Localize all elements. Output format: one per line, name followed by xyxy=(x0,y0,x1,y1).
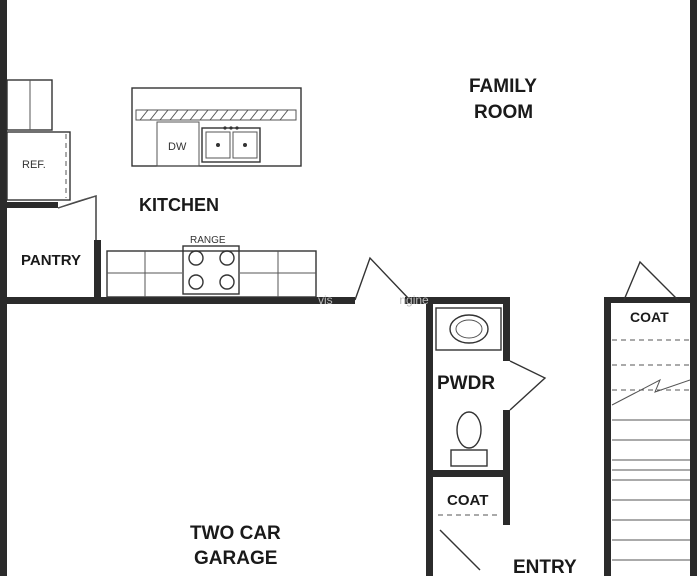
dishwasher xyxy=(156,121,200,167)
stair-right-wall xyxy=(690,297,697,576)
pantry-label: PANTRY xyxy=(21,252,81,269)
coat-closet-right-wall xyxy=(503,477,510,525)
range xyxy=(182,245,240,295)
refrigerator xyxy=(6,131,71,201)
stair-coat-top-wall xyxy=(604,297,697,303)
powder-door[interactable] xyxy=(509,360,547,411)
garage-kitchen-wall-mid xyxy=(100,297,355,304)
powder-left-wall xyxy=(426,303,433,576)
powder-right-wall-top xyxy=(503,303,510,361)
range-label: RANGE xyxy=(190,235,226,246)
refrigerator-label: REF. xyxy=(22,159,46,171)
stair-coat-label: COAT xyxy=(630,309,669,325)
powder-sink xyxy=(449,314,489,344)
stair-coat-door[interactable] xyxy=(623,260,679,301)
toilet-tank xyxy=(450,449,488,467)
powder-vanity xyxy=(435,307,502,351)
left-exterior-wall xyxy=(0,0,7,576)
stair-treads xyxy=(611,339,691,561)
pantry-door[interactable] xyxy=(57,195,97,240)
powder-right-wall-bottom xyxy=(503,410,510,470)
pantry-door-arc xyxy=(57,195,97,209)
family-room-label-1: FAMILY xyxy=(469,76,537,97)
kitchen-island xyxy=(131,87,302,167)
kitchen-sink xyxy=(201,127,261,163)
garage-kitchen-wall-left xyxy=(0,297,100,304)
powder-room-label: PWDR xyxy=(437,373,495,394)
entry-label: ENTRY xyxy=(513,557,577,576)
pantry-top-wall xyxy=(0,202,58,208)
garage-door[interactable] xyxy=(354,256,409,301)
stair-left-wall xyxy=(604,297,611,576)
family-room-label-2: ROOM xyxy=(474,102,533,123)
dishwasher-label: DW xyxy=(168,141,187,153)
garage-label-2: GARAGE xyxy=(194,548,277,569)
kitchen-label: KITCHEN xyxy=(139,195,219,215)
lower-counter xyxy=(106,250,317,298)
hall-coat-label: COAT xyxy=(447,492,488,509)
garage-label-1: TWO CAR xyxy=(190,523,281,544)
coat-closet-top-wall xyxy=(426,470,510,477)
watermark: vis ngine xyxy=(318,293,429,307)
island-counter-hatch xyxy=(135,109,297,121)
coat-closet-door[interactable] xyxy=(439,529,481,571)
pantry-right-wall xyxy=(94,240,101,302)
toilet-bowl xyxy=(456,411,482,449)
garage-kitchen-wall-right xyxy=(405,297,510,304)
right-exterior-wall xyxy=(690,0,697,300)
